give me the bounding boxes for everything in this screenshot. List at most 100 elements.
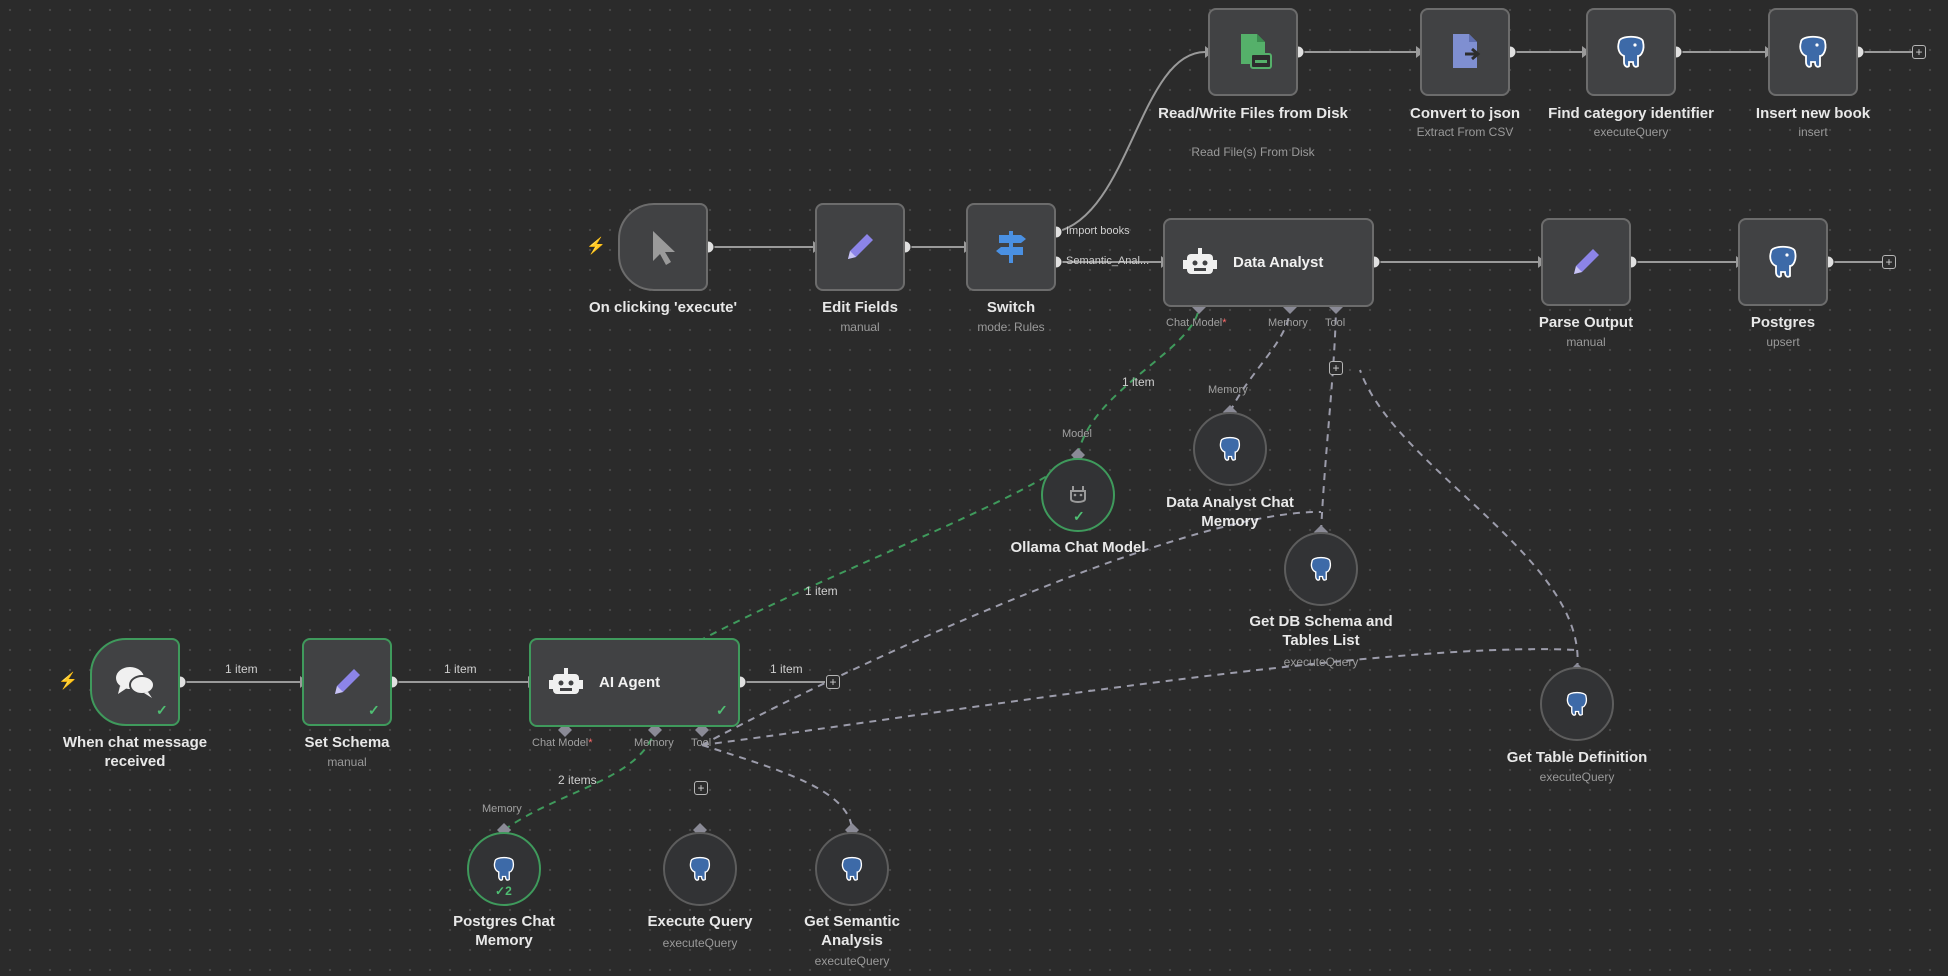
postgres-elephant-icon (1763, 242, 1803, 282)
postgres-chat-memory-label: Postgres Chat Memory (453, 913, 555, 949)
postgres-elephant-icon (685, 854, 715, 884)
get-table-definition-label: Get Table Definition (1506, 749, 1648, 766)
ollama-chat-model-label: Ollama Chat Model (1010, 539, 1146, 556)
edit-fields-sub: manual (840, 320, 880, 334)
chat-trigger-node[interactable]: ✓ (90, 638, 180, 726)
postgres-elephant-icon (1306, 554, 1336, 584)
success-check-icon: ✓2 (495, 884, 512, 898)
data-analyst-port-memory: Memory (1268, 317, 1308, 329)
read-write-files-node[interactable] (1208, 8, 1298, 96)
postgres-elephant-icon (837, 854, 867, 884)
get-semantic-analysis-label: Get Semantic Analysis (804, 913, 900, 949)
pencil-icon (840, 227, 880, 267)
add-tool-button[interactable]: + (1329, 361, 1343, 375)
pencil-icon (327, 662, 367, 702)
success-check-icon: ✓ (156, 702, 168, 718)
llama-icon (1065, 482, 1091, 508)
execute-query-label: Execute Query (647, 913, 753, 930)
edit-fields-label: Edit Fields (822, 299, 898, 316)
execute-query-node[interactable] (663, 832, 737, 906)
chat-trigger-label: When chat message received (62, 734, 208, 770)
convert-to-json-node[interactable] (1420, 8, 1510, 96)
add-tool-button[interactable]: + (694, 781, 708, 795)
insert-new-book-sub: insert (1798, 125, 1828, 139)
postgres-elephant-icon (1562, 689, 1592, 719)
postgres-node[interactable] (1738, 218, 1828, 306)
get-db-schema-sub: executeQuery (1283, 655, 1359, 669)
ai-agent-node[interactable]: AI Agent ✓ (529, 638, 740, 727)
parse-output-sub: manual (1566, 335, 1606, 349)
convert-to-json-label: Convert to json (1409, 105, 1520, 122)
get-db-schema-label: Get DB Schema and Tables List (1249, 613, 1393, 649)
connection-item-count: 1 item (225, 662, 258, 676)
cursor-icon (645, 227, 681, 267)
insert-new-book-label: Insert new book (1755, 105, 1871, 122)
trigger-bolt-icon: ⚡ (58, 673, 78, 690)
postgres-chat-memory-node[interactable]: ✓2 (467, 832, 541, 906)
find-category-node[interactable] (1586, 8, 1676, 96)
switch-node[interactable] (966, 203, 1056, 291)
success-check-icon: ✓ (716, 702, 728, 718)
switch-output-semantic: Semantic_Anal... (1066, 255, 1150, 267)
edit-fields-node[interactable] (815, 203, 905, 291)
trigger-bolt-icon: ⚡ (586, 238, 606, 255)
read-write-files-sub: Read File(s) From Disk (1191, 145, 1315, 159)
ai-agent-port-chat-model: Chat Model* (532, 737, 593, 749)
switch-label: Switch (986, 299, 1036, 316)
parse-output-label: Parse Output (1538, 314, 1634, 331)
insert-new-book-node[interactable] (1768, 8, 1858, 96)
data-analyst-node[interactable]: Data Analyst (1163, 218, 1374, 307)
data-analyst-chat-memory-node[interactable] (1193, 412, 1267, 486)
set-schema-sub: manual (327, 755, 367, 769)
get-table-definition-node[interactable] (1540, 667, 1614, 741)
on-clicking-execute-node[interactable] (618, 203, 708, 291)
add-node-button[interactable]: + (1882, 255, 1896, 269)
get-semantic-analysis-node[interactable] (815, 832, 889, 906)
get-table-definition-sub: executeQuery (1539, 770, 1615, 784)
postgres-sub: upsert (1766, 335, 1800, 349)
convert-to-json-sub: Extract From CSV (1416, 125, 1514, 139)
signpost-icon (991, 227, 1031, 267)
ai-agent-title: AI Agent (599, 674, 661, 691)
data-analyst-chat-memory-label: Data Analyst Chat Memory (1166, 494, 1294, 530)
get-semantic-analysis-sub: executeQuery (814, 954, 890, 968)
find-category-label: Find category identifier (1548, 105, 1714, 122)
connection-switch-readwrite (1055, 51, 1206, 233)
robot-icon (1181, 246, 1219, 280)
model-port-label: Model (1062, 428, 1092, 440)
memory-port-label: Memory (1208, 384, 1248, 396)
tool-connection-dbschema-dataanalyst (1320, 306, 1337, 533)
robot-icon (547, 666, 585, 700)
parse-output-node[interactable] (1541, 218, 1631, 306)
ai-agent-port-tool: Tool (691, 737, 712, 749)
file-disk-icon (1231, 30, 1275, 74)
data-analyst-port-chat-model: Chat Model* (1166, 317, 1227, 329)
data-analyst-title: Data Analyst (1233, 254, 1324, 271)
memory-port-label: Memory (482, 803, 522, 815)
connection-item-count: 1 item (805, 584, 838, 598)
postgres-label: Postgres (1750, 314, 1816, 331)
data-analyst-port-tool: Tool (1325, 317, 1346, 329)
pencil-icon (1566, 242, 1606, 282)
postgres-elephant-icon (489, 854, 519, 884)
execute-query-sub: executeQuery (662, 936, 738, 950)
file-convert-icon (1443, 30, 1487, 74)
connection-item-count: 1 item (444, 662, 477, 676)
get-db-schema-node[interactable] (1284, 532, 1358, 606)
postgres-elephant-icon (1215, 434, 1245, 464)
connection-item-count: 1 item (770, 662, 803, 676)
run-count: 2 (505, 884, 512, 898)
ollama-chat-model-node[interactable]: ✓ (1041, 458, 1115, 532)
postgres-elephant-icon (1793, 32, 1833, 72)
set-schema-node[interactable]: ✓ (302, 638, 392, 726)
switch-sub: mode: Rules (977, 320, 1045, 334)
tool-connection-semantic-aiagent (701, 744, 853, 831)
read-write-files-label: Read/Write Files from Disk (1158, 105, 1348, 122)
add-node-button[interactable]: + (826, 675, 840, 689)
tool-connection-tabledef-aiagent (701, 648, 1578, 746)
postgres-elephant-icon (1611, 32, 1651, 72)
add-node-button[interactable]: + (1912, 45, 1926, 59)
find-category-sub: executeQuery (1593, 125, 1669, 139)
switch-output-import-books: Import books (1066, 225, 1130, 237)
